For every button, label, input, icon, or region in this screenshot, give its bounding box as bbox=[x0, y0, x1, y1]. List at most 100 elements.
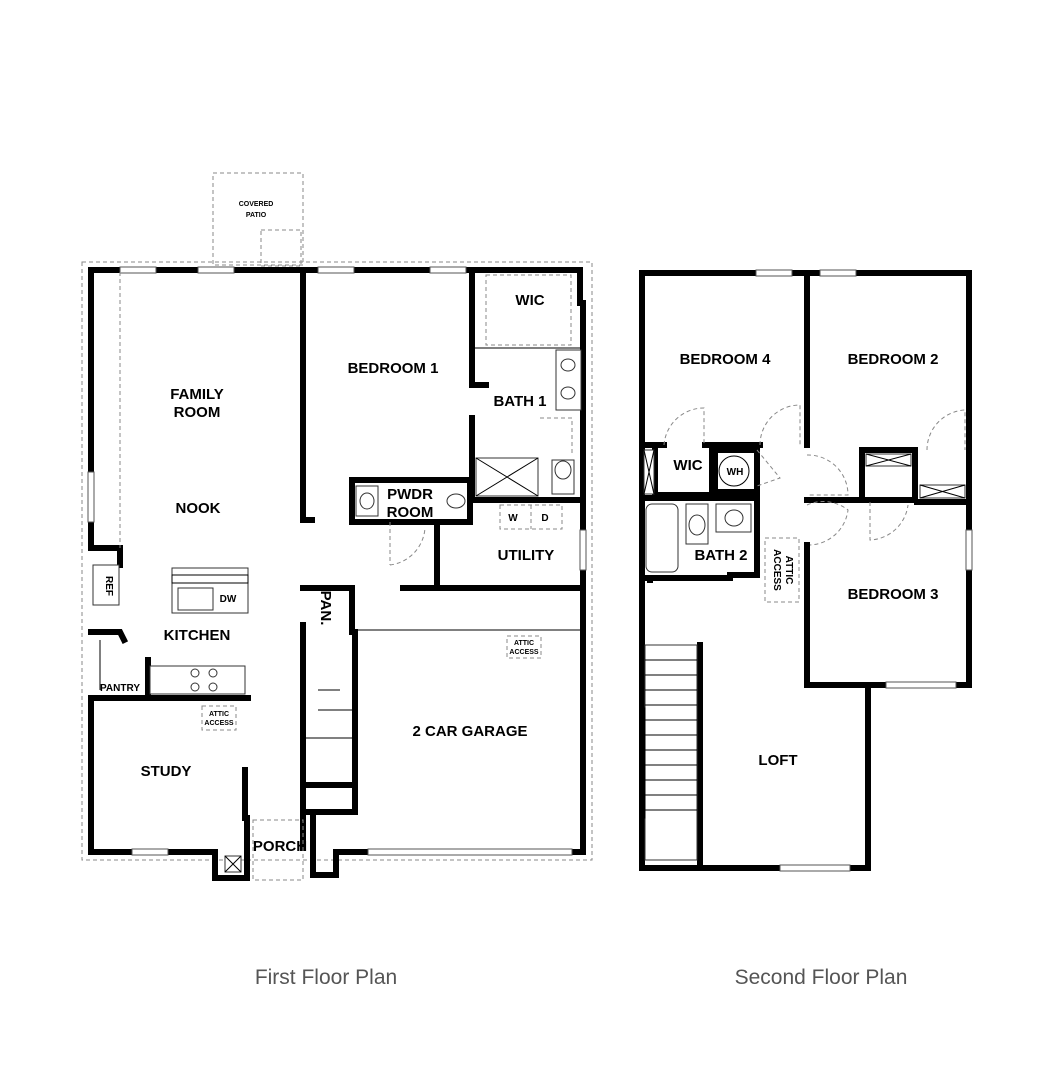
attic-access-label-2: ACCESS bbox=[771, 549, 782, 591]
door-swing bbox=[869, 502, 909, 541]
pwdr-sink bbox=[359, 492, 375, 510]
window bbox=[779, 864, 851, 872]
door-swing bbox=[389, 522, 426, 566]
staircase bbox=[644, 644, 698, 861]
first-floor-plan: COVERED PATIO FAMILY ROOM NOOK KITCHEN R… bbox=[81, 172, 593, 989]
window bbox=[885, 681, 957, 689]
shelf-cross bbox=[919, 484, 966, 499]
garage-door bbox=[367, 848, 573, 856]
refrigerator bbox=[92, 564, 120, 606]
covered-patio-label-2: PATIO bbox=[246, 212, 267, 219]
pwdr-room-label-1: PWDR bbox=[387, 486, 433, 503]
patio-step bbox=[260, 229, 302, 267]
door-swing bbox=[806, 454, 849, 496]
porch-outline bbox=[252, 819, 304, 881]
pwdr-toilet bbox=[446, 493, 466, 509]
exterior-wall-left-lower bbox=[88, 695, 250, 881]
ref-wall bbox=[88, 545, 123, 568]
wic-shelving bbox=[485, 274, 572, 346]
powder-room-walls bbox=[349, 477, 473, 525]
door-swing bbox=[926, 409, 966, 451]
bath-2-label: BATH 2 bbox=[694, 547, 747, 564]
island-bar bbox=[171, 574, 249, 584]
attic-access-hatch-upper bbox=[764, 537, 800, 603]
toilet-bowl bbox=[554, 460, 572, 480]
attic-access-study-label-2: ACCESS bbox=[204, 720, 234, 727]
window bbox=[87, 471, 95, 523]
second-floor-plan: BEDROOM 4 BEDROOM 2 WIC WH BATH 2 ATTIC … bbox=[639, 269, 973, 989]
ref-label: REF bbox=[103, 576, 114, 596]
bedroom-1-label: BEDROOM 1 bbox=[348, 360, 439, 377]
bed3-left-wall bbox=[804, 542, 871, 688]
porch-label: PORCH bbox=[253, 838, 307, 855]
pan-label: PAN. bbox=[317, 591, 334, 626]
wh-closet bbox=[712, 447, 760, 495]
bed2-closet-wall-top bbox=[859, 447, 918, 503]
window bbox=[579, 529, 587, 571]
window bbox=[755, 269, 793, 277]
family-room-label-1: FAMILY bbox=[170, 386, 224, 403]
attic-access-label-1: ATTIC bbox=[783, 556, 794, 585]
garage-right-wall bbox=[569, 585, 586, 855]
nook-label: NOOK bbox=[176, 500, 221, 517]
garage-label: 2 CAR GARAGE bbox=[412, 723, 527, 740]
wic-label: WIC bbox=[515, 292, 544, 309]
window bbox=[197, 266, 235, 274]
door-swing bbox=[759, 404, 801, 446]
sink bbox=[560, 358, 576, 372]
loft-label: LOFT bbox=[758, 752, 797, 769]
attic-access-study-label-1: ATTIC bbox=[209, 711, 229, 718]
dryer-label: D bbox=[541, 513, 548, 524]
door-swing bbox=[756, 449, 781, 487]
bedroom-3-label: BEDROOM 3 bbox=[848, 586, 939, 603]
bathtub bbox=[645, 503, 679, 573]
island-sink bbox=[177, 587, 214, 611]
sink bbox=[560, 386, 576, 400]
water-heater bbox=[718, 455, 750, 487]
covered-patio-outline bbox=[212, 172, 304, 266]
shelf-cross bbox=[643, 449, 655, 495]
covered-patio-label-1: COVERED bbox=[239, 201, 274, 208]
stair-closet bbox=[300, 782, 358, 815]
window bbox=[119, 266, 157, 274]
shower-cross bbox=[475, 457, 539, 497]
dw-label: DW bbox=[220, 594, 237, 605]
bath2-walls bbox=[639, 495, 760, 578]
first-floor-caption: First Floor Plan bbox=[255, 966, 397, 989]
cooktop-burner bbox=[208, 682, 218, 692]
cooktop-burner bbox=[190, 682, 200, 692]
first-floor-roofline bbox=[81, 261, 593, 861]
kitchen-label: KITCHEN bbox=[164, 627, 231, 644]
door-swing bbox=[806, 501, 849, 546]
bedroom-2-label: BEDROOM 2 bbox=[848, 351, 939, 368]
second-floor-caption: Second Floor Plan bbox=[735, 966, 908, 989]
stair-treads bbox=[645, 659, 697, 811]
study-label: STUDY bbox=[141, 763, 192, 780]
window bbox=[819, 269, 857, 277]
pantry-label: PANTRY bbox=[100, 683, 140, 694]
garage-left-front bbox=[310, 809, 371, 878]
shelf-cross bbox=[865, 453, 912, 467]
porch-post-cross bbox=[224, 855, 242, 873]
exterior-wall-top bbox=[88, 267, 583, 306]
bedroom-4-label: BEDROOM 4 bbox=[680, 351, 772, 368]
window bbox=[131, 848, 169, 856]
attic-access-hatch-garage bbox=[506, 635, 542, 659]
pwdr-room-label-2: ROOM bbox=[387, 504, 434, 521]
washer-label: W bbox=[508, 513, 518, 524]
utility-label: UTILITY bbox=[498, 547, 555, 564]
attic-access-hatch-study bbox=[201, 705, 237, 731]
pantry-closet-wall bbox=[300, 585, 355, 635]
attic-access-garage-label-2: ACCESS bbox=[509, 649, 539, 656]
door-swing bbox=[663, 407, 705, 446]
window bbox=[965, 529, 973, 571]
sink bbox=[724, 509, 744, 527]
toilet-bowl bbox=[688, 514, 706, 536]
window bbox=[317, 266, 355, 274]
wic-wall bbox=[469, 267, 489, 388]
stair-rail bbox=[639, 707, 646, 819]
wic-label: WIC bbox=[673, 457, 702, 474]
door-swing bbox=[540, 417, 573, 455]
stair-lines bbox=[306, 689, 352, 739]
